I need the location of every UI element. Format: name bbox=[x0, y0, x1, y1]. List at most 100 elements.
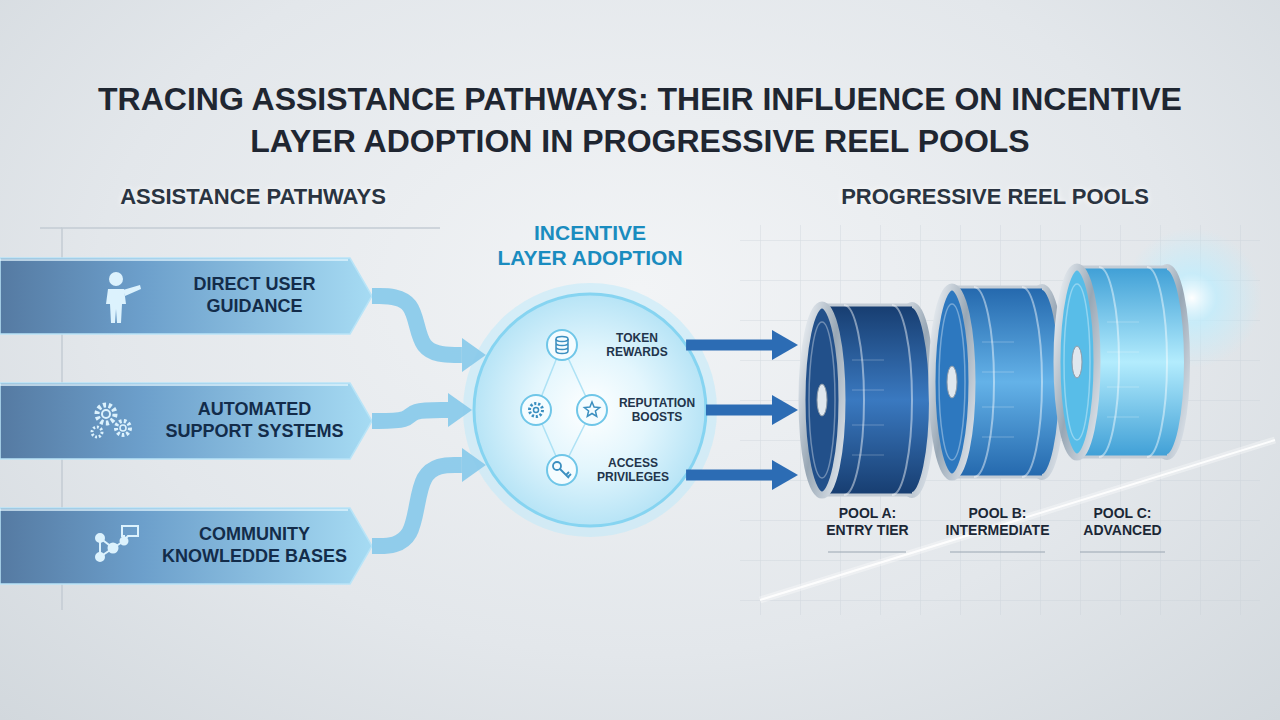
gears-icon bbox=[120, 425, 126, 431]
coin-symbol bbox=[556, 337, 568, 342]
reel-drum bbox=[802, 305, 932, 495]
reel-pool-outline bbox=[1055, 262, 1190, 545]
flow-arrow bbox=[686, 470, 772, 481]
reel-face-ring bbox=[939, 304, 965, 460]
reel-pool: POOL B: INTERMEDIATE bbox=[930, 282, 1065, 545]
reel-circuit bbox=[1107, 352, 1139, 353]
frame-line bbox=[40, 227, 62, 229]
reel-face bbox=[802, 305, 842, 495]
reel-axle bbox=[867, 362, 1122, 400]
reel-end bbox=[892, 305, 932, 495]
reel-edge bbox=[822, 305, 912, 495]
reel-body bbox=[1077, 267, 1167, 457]
hub-glow bbox=[468, 288, 712, 532]
reel-circuit bbox=[982, 372, 1014, 373]
band-shape bbox=[0, 383, 372, 459]
gears-icon bbox=[97, 405, 115, 423]
reel-hub bbox=[947, 366, 957, 398]
gears-icon bbox=[116, 421, 130, 435]
flow-arrow bbox=[686, 340, 772, 351]
hub-icon bbox=[521, 395, 551, 425]
network-icon bbox=[96, 526, 138, 561]
reel-pool: POOL A: ENTRY TIER bbox=[800, 300, 935, 545]
band-highlight bbox=[0, 384, 348, 386]
adoption-hub: INCENTIVE LAYER ADOPTIONTOKEN REWARDSREP… bbox=[470, 220, 710, 530]
reel-face bbox=[932, 287, 972, 477]
reel-pool: POOL C: ADVANCED bbox=[1055, 262, 1190, 545]
gears-icon bbox=[92, 427, 102, 437]
flow-ribbon bbox=[372, 465, 462, 546]
node-title: POOL A: ENTRY TIER bbox=[816, 505, 920, 539]
node-title: POOL B: INTERMEDIATE bbox=[943, 505, 1053, 539]
person-icon bbox=[109, 272, 123, 286]
grid-lines bbox=[740, 225, 1260, 615]
reel-end bbox=[1147, 267, 1187, 457]
person-icon bbox=[123, 285, 141, 296]
node-title: COMMUNITY KNOWLEDDE BASES bbox=[152, 524, 357, 567]
reel-ring bbox=[1099, 267, 1119, 457]
network-icon bbox=[96, 534, 104, 542]
pathway-band-outline bbox=[0, 258, 372, 334]
reel-drum bbox=[932, 287, 1062, 477]
light-streak bbox=[760, 440, 1275, 600]
person-icon bbox=[106, 289, 126, 323]
gear-symbol bbox=[530, 404, 543, 417]
reel-circuit bbox=[1107, 417, 1139, 418]
coin-symbol bbox=[556, 339, 568, 354]
band-highlight bbox=[0, 509, 348, 511]
node-item: ACCESS PRIVILEGES bbox=[588, 456, 678, 485]
reel-edge bbox=[1077, 267, 1167, 457]
hub-icon bbox=[547, 455, 577, 485]
reel-drum bbox=[1057, 267, 1187, 457]
star-symbol bbox=[584, 402, 599, 416]
flow-ribbon bbox=[372, 410, 448, 421]
reel-body bbox=[952, 287, 1042, 477]
flow-ribbon bbox=[372, 296, 462, 355]
hub-icon bbox=[521, 330, 607, 485]
reel-circuit bbox=[1107, 322, 1139, 323]
reel-axle bbox=[867, 362, 1122, 400]
hub-icon bbox=[547, 330, 577, 360]
light-streak bbox=[760, 440, 1275, 600]
node-title: AUTOMATED SUPPORT SYSTEMS bbox=[152, 399, 357, 442]
flow-arrow bbox=[706, 405, 772, 416]
reel-circuit bbox=[1107, 387, 1139, 388]
key-symbol bbox=[553, 462, 571, 478]
network-icon bbox=[122, 526, 138, 540]
hub-circle bbox=[474, 294, 706, 526]
pathway-band: DIRECT USER GUIDANCE bbox=[0, 258, 372, 334]
key-symbol bbox=[560, 469, 571, 478]
reel-ring bbox=[1147, 267, 1167, 457]
reel-axle bbox=[867, 362, 1122, 400]
section-heading: ASSISTANCE PATHWAYS bbox=[88, 184, 418, 210]
node-title: INCENTIVE LAYER ADOPTION bbox=[470, 220, 710, 270]
reel-circuit bbox=[982, 342, 1014, 343]
pathway-band: COMMUNITY KNOWLEDDE BASES bbox=[0, 508, 372, 584]
reel-circuit bbox=[982, 437, 1014, 438]
label-underline bbox=[828, 551, 906, 552]
coin-symbol bbox=[556, 337, 568, 354]
gear-symbol bbox=[534, 408, 539, 413]
hub-icon bbox=[577, 395, 607, 425]
reel-edge bbox=[952, 287, 1042, 477]
reel-face-ring bbox=[1064, 284, 1090, 440]
reel-circuit bbox=[852, 425, 884, 426]
reel-circuit bbox=[982, 407, 1014, 408]
node-item: REPUTATION BOOSTS bbox=[612, 396, 702, 425]
key-symbol bbox=[553, 462, 561, 470]
label-underline bbox=[950, 551, 1045, 552]
reel-ring bbox=[892, 305, 912, 495]
section-heading: PROGRESSIVE REEL POOLS bbox=[805, 184, 1185, 210]
network-icon bbox=[109, 544, 118, 553]
gears-icon bbox=[92, 405, 130, 437]
reel-ring bbox=[1022, 287, 1042, 477]
gears-icon bbox=[102, 410, 110, 418]
reel-ring bbox=[974, 287, 994, 477]
reel-circuit bbox=[852, 360, 884, 361]
reel-face-ring bbox=[809, 322, 835, 478]
band-shape bbox=[0, 508, 372, 584]
reel-circuit bbox=[852, 390, 884, 391]
label-underline bbox=[828, 551, 1165, 552]
reel-body bbox=[822, 305, 912, 495]
band-shape bbox=[0, 258, 372, 334]
